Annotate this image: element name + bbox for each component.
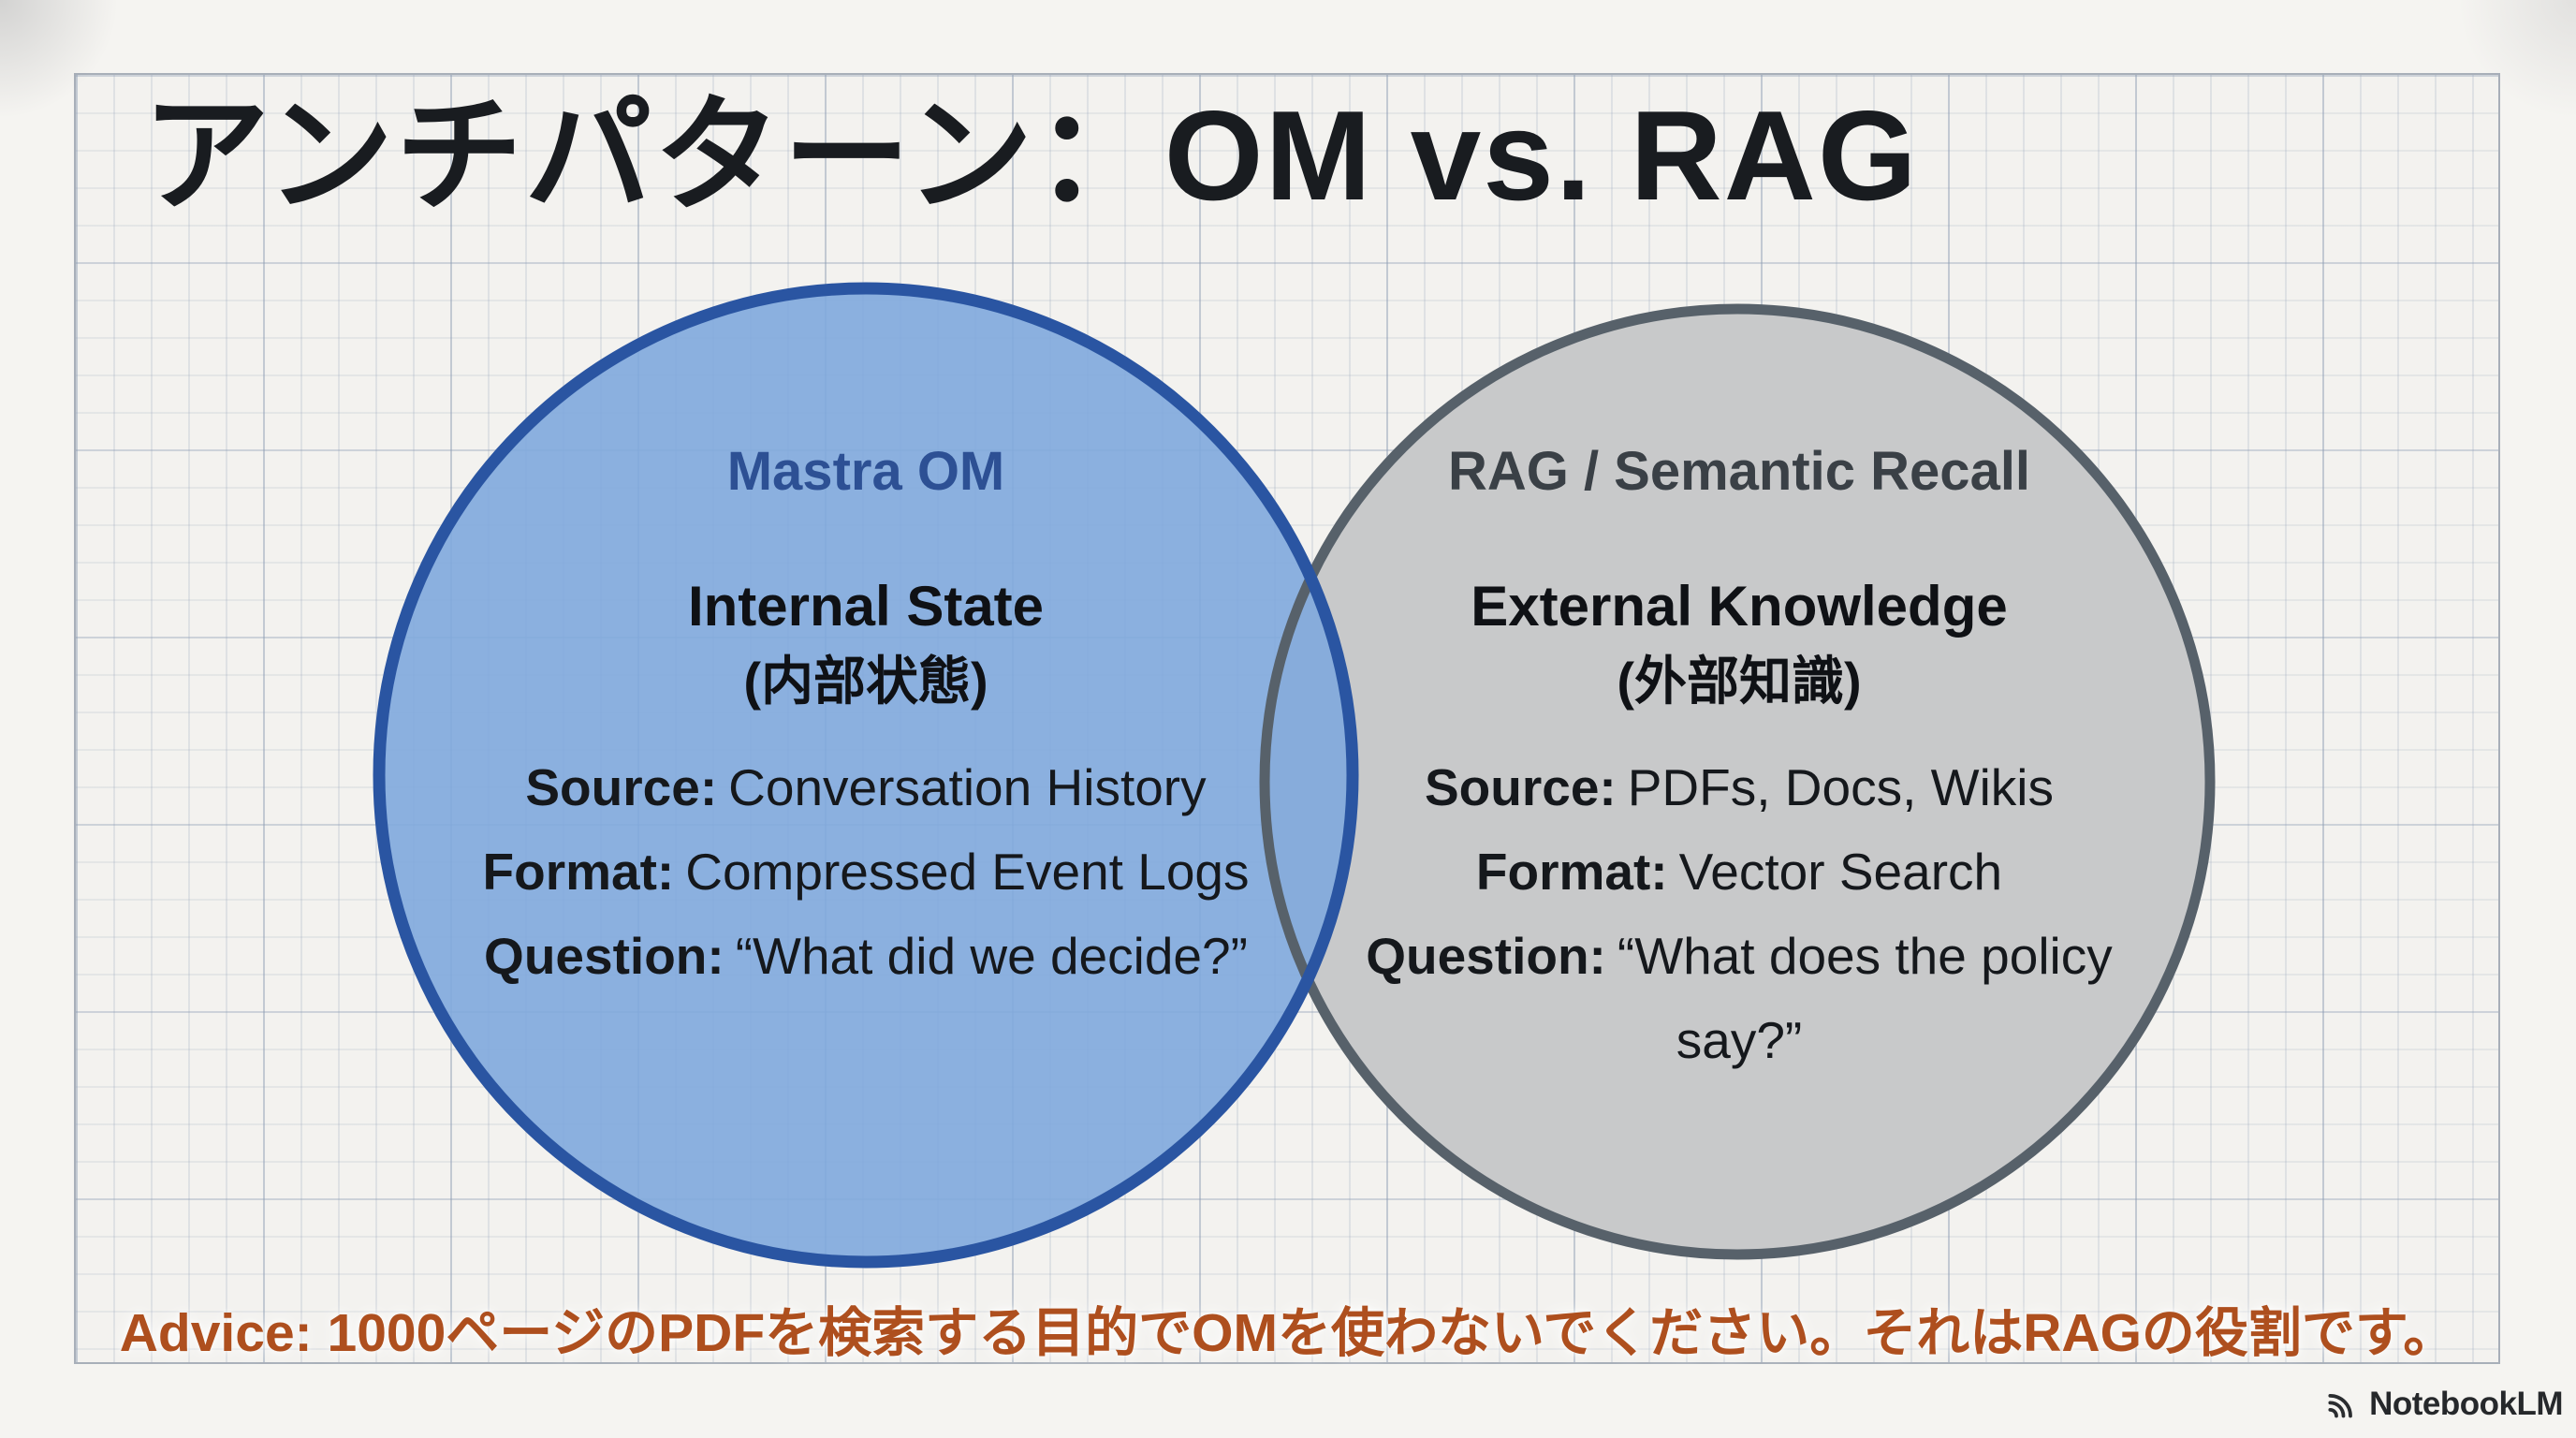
question-value: “What did we decide?”	[735, 927, 1248, 985]
rag-header: RAG / Semantic Recall	[1447, 441, 2031, 502]
advice-banner: Advice: 1000ページのPDFを検索する目的でOMを使わないでください。…	[119, 1303, 2457, 1363]
rag-circle-border	[1259, 303, 2216, 1260]
rag-format-row: Format:Vector Search	[1299, 829, 2179, 914]
rag-source-row: Source:PDFs, Docs, Wikis	[1299, 745, 2179, 829]
mastra-question-row: Question:“What did we decide?”	[445, 914, 1287, 998]
page-title: アンチパターン：OM vs. RAG	[142, 84, 1919, 227]
format-value: Compressed Event Logs	[685, 843, 1250, 901]
rag-question-row: Question:“What does the policy say?”	[1346, 914, 2132, 1082]
mastra-source-row: Source:Conversation History	[445, 745, 1287, 829]
format-label: Format:	[1475, 843, 1668, 901]
rag-circle-fill	[1265, 309, 2210, 1255]
source-label: Source:	[1424, 758, 1617, 816]
format-label: Format:	[482, 843, 675, 901]
question-label: Question:	[484, 927, 724, 985]
rag-subtitle-ja: (外部知識)	[1617, 652, 1862, 711]
notebooklm-logo-icon	[2328, 1393, 2352, 1418]
watermark-text: NotebookLM	[2369, 1386, 2563, 1422]
rag-details: Source:PDFs, Docs, Wikis Format:Vector S…	[1299, 745, 2179, 1082]
source-value: Conversation History	[728, 758, 1207, 816]
source-value: PDFs, Docs, Wikis	[1627, 758, 2055, 816]
mastra-circle-fill	[379, 288, 1353, 1262]
rag-panel: RAG / Semantic Recall External Knowledge…	[1299, 438, 2179, 1082]
question-value: “What does the policy say?”	[1617, 927, 2113, 1069]
question-label: Question:	[1366, 927, 1606, 985]
rag-subtitle: External Knowledge	[1471, 575, 2008, 638]
mastra-om-subtitle-ja: (内部状態)	[743, 652, 988, 711]
mastra-om-subtitle: Internal State	[687, 575, 1045, 638]
notebooklm-watermark: NotebookLM	[2322, 1386, 2563, 1423]
mastra-circle-border	[373, 282, 1359, 1269]
format-value: Vector Search	[1678, 843, 2003, 901]
mastra-format-row: Format:Compressed Event Logs	[445, 829, 1287, 914]
source-label: Source:	[525, 758, 718, 816]
mastra-om-details: Source:Conversation History Format:Compr…	[445, 745, 1287, 998]
mastra-om-header: Mastra OM	[726, 441, 1005, 502]
mastra-om-panel: Mastra OM Internal State (内部状態) Source:C…	[445, 438, 1287, 998]
